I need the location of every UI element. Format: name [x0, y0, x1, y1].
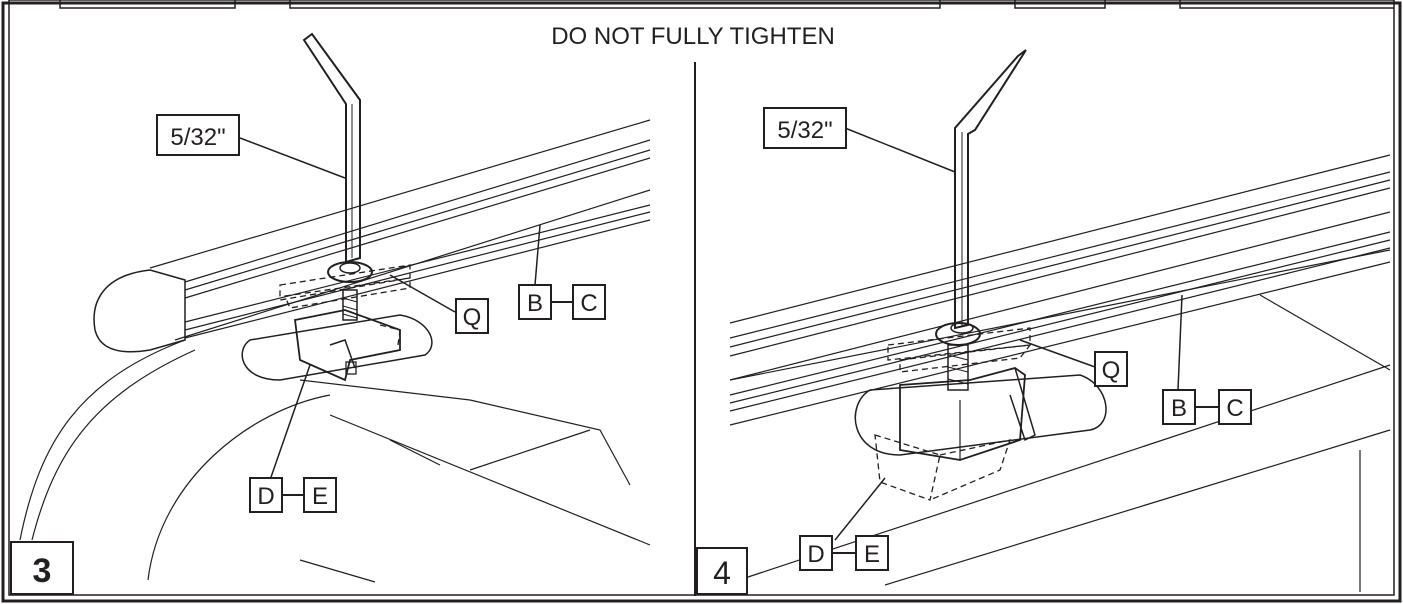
part-e-label-4: E — [864, 541, 880, 568]
rail-line-2 — [184, 139, 651, 283]
step-4-panel: 5/32" Q B C D E 4 — [696, 49, 1391, 595]
hex-key-tool-4 — [954, 49, 1027, 330]
bed-edge-lower-4 — [884, 429, 1391, 586]
part-d-label-3: D — [257, 483, 274, 510]
rail-end-cap — [93, 269, 186, 353]
bed-edge-side-4 — [1259, 294, 1391, 371]
part-d-label-4: D — [807, 541, 824, 568]
rail-line-5 — [184, 204, 651, 323]
tool-size-box-4 — [763, 107, 847, 149]
clamp-hook-4 — [1009, 367, 1036, 442]
part-c-label-4: C — [1226, 395, 1243, 422]
inner-frame — [8, 0, 1395, 596]
step-3-panel: 5/32" Q B C D E 3 — [10, 32, 651, 595]
tool-size-box-3 — [156, 114, 240, 156]
part-d-box-4 — [799, 535, 833, 571]
leader-de-4 — [834, 477, 886, 541]
bed-edge-front-4 — [744, 364, 1391, 579]
leader-tool-3 — [239, 137, 346, 179]
bolt-head — [327, 261, 373, 283]
bed-edge-4 — [469, 429, 591, 471]
bed-edge-2 — [329, 414, 651, 546]
part-b-label-4: B — [1171, 395, 1187, 422]
step-4-number: 4 — [713, 555, 731, 591]
q-plate-hidden-2 — [284, 277, 411, 309]
rail4-line-4 — [729, 187, 1391, 357]
mounting-hole — [241, 314, 433, 381]
part-c-box-4 — [1218, 389, 1252, 425]
part-b-box-3 — [518, 284, 552, 320]
rail4-line-1 — [729, 154, 1391, 324]
clamp-block-4 — [899, 367, 1026, 461]
leader-bc-4 — [1177, 294, 1183, 391]
part-q-box-4 — [1094, 351, 1128, 387]
rail-line-6 — [184, 211, 651, 331]
bolt-thread-3 — [342, 313, 358, 319]
clamp-hidden-edge — [379, 324, 401, 346]
rail-line-7 — [184, 219, 651, 339]
part-c-box-3 — [572, 284, 606, 320]
part-q-box-3 — [455, 298, 489, 334]
rail4-line-5 — [729, 211, 1391, 381]
do-not-tighten-note: DO NOT FULLY TIGHTEN — [551, 23, 835, 50]
rail4-line-9 — [729, 261, 1391, 426]
bolt4-thread-1 — [947, 354, 969, 361]
leader-bc-3 — [534, 224, 541, 286]
rail-line-1 — [149, 119, 651, 269]
q-plate-4-hidden-2 — [899, 344, 1032, 373]
clamp-block — [294, 309, 401, 382]
bed-curve-lower — [147, 394, 331, 581]
bed-edge-top-4 — [729, 249, 1391, 381]
bed-edge-6 — [299, 559, 376, 583]
rail4-line-2 — [729, 171, 1391, 339]
bed-curve-outer — [19, 339, 186, 541]
leader-de-3 — [269, 364, 311, 481]
tool-size-label-4: 5/32" — [777, 117, 832, 144]
part-d-box-3 — [249, 477, 283, 513]
rail4-line-6 — [729, 231, 1391, 396]
part-b-box-4 — [1162, 389, 1196, 425]
bolt4-thread-2 — [947, 366, 969, 373]
leader-q-3 — [389, 274, 456, 313]
hex-key-tool — [302, 32, 361, 264]
clamp-hook — [329, 339, 356, 369]
rail4-line-7 — [729, 239, 1391, 404]
rail4-line-8 — [729, 247, 1391, 412]
clamp-lower-hidden-4b — [929, 439, 1011, 501]
bed-edge-3 — [469, 399, 631, 486]
part-b-label-3: B — [527, 290, 543, 317]
rail-line-3 — [184, 149, 651, 291]
q-plate-hidden — [279, 264, 411, 301]
part-e-label-3: E — [312, 483, 328, 510]
part-e-box-3 — [303, 477, 337, 513]
top-panel-edge — [59, 0, 1394, 9]
rail-line-4 — [184, 157, 651, 299]
bolt-thread-2 — [342, 305, 358, 311]
bolt-socket — [339, 262, 361, 274]
leader-tool-4 — [844, 127, 956, 173]
bed-edge-5 — [389, 439, 441, 466]
step-4-number-box — [696, 547, 748, 595]
clamp-lower-hidden-4 — [874, 434, 941, 501]
step-3-number: 3 — [33, 552, 52, 590]
step-3-number-box — [10, 541, 74, 595]
rail4-line-3 — [729, 179, 1391, 348]
bed-curve-inner — [31, 349, 196, 541]
part-c-label-3: C — [580, 290, 597, 317]
bed-edge-1 — [299, 379, 471, 401]
part-e-box-4 — [855, 535, 889, 571]
tool-size-label-3: 5/32" — [170, 124, 225, 151]
mounting-hole-4 — [854, 374, 1107, 456]
leader-q-4 — [1019, 339, 1096, 368]
bolt-tip — [345, 361, 357, 375]
bolt-shaft — [342, 289, 358, 321]
part-q-label-4: Q — [1102, 357, 1121, 384]
bolt4-thread-3 — [947, 378, 969, 385]
bolt-thread-1 — [342, 297, 358, 303]
part-q-label-3: Q — [463, 304, 482, 331]
